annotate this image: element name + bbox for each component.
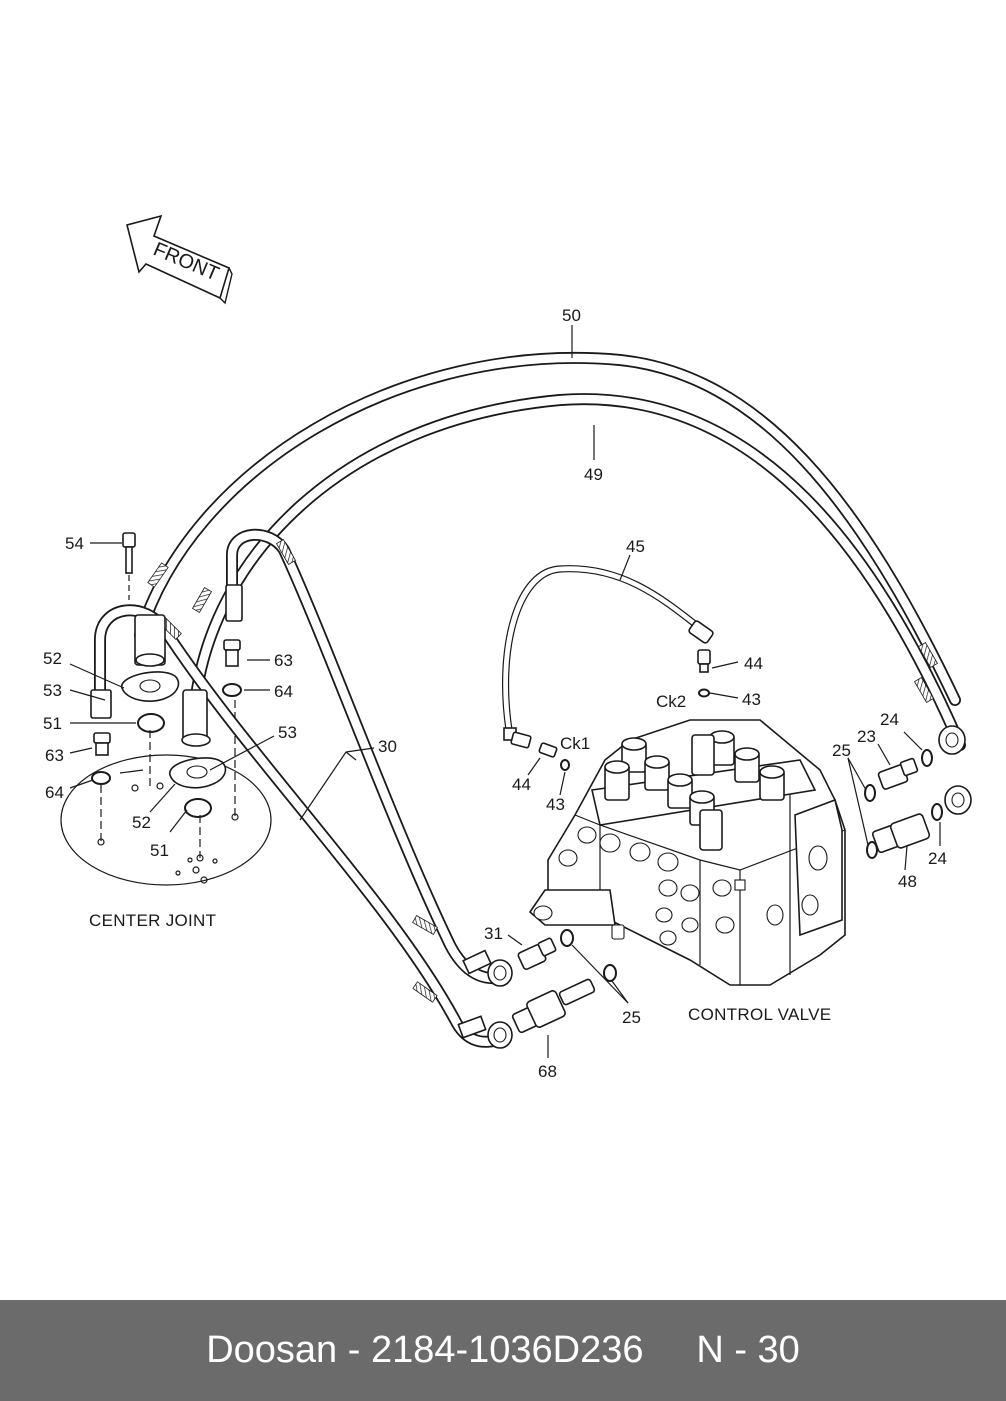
hose-50: [134, 351, 961, 706]
label-54: 54: [65, 534, 84, 553]
o-ring-24-upper: [921, 749, 933, 767]
label-51-upper: 51: [43, 714, 62, 733]
label-30: 30: [378, 737, 397, 756]
o-ring-25-lower: [603, 964, 617, 982]
adapter-63-right: [223, 639, 241, 667]
label-25-left: 25: [622, 1008, 641, 1027]
adapter-31: [517, 937, 557, 971]
split-flange-52-lower: [169, 757, 227, 789]
label-53-upper: 53: [43, 681, 62, 700]
label-52-lower: 52: [132, 813, 151, 832]
adapter-63-left: [93, 732, 111, 756]
label-25-right: 25: [832, 741, 851, 760]
label-51-lower: 51: [150, 841, 169, 860]
label-49: 49: [584, 465, 603, 484]
o-ring-51-upper: [137, 713, 165, 733]
hose-end-fitting-upper: [462, 949, 513, 987]
label-ck1: Ck1: [560, 734, 590, 753]
hose-end-fitting-right-lower: [944, 785, 972, 815]
label-43-upper: 43: [742, 690, 761, 709]
o-ring-64-right: [222, 683, 242, 697]
o-ring-24-lower: [931, 803, 943, 821]
footer-bar: Doosan - 2184-1036D236 N - 30: [0, 1300, 1006, 1401]
o-ring-25-right-upper: [864, 784, 876, 802]
label-63-left: 63: [45, 746, 64, 765]
leader-lines: [69, 325, 941, 1058]
label-52-upper: 52: [43, 649, 62, 668]
footer-separator: -: [337, 1329, 371, 1371]
footer-gap: [644, 1329, 697, 1371]
label-24-upper: 24: [880, 710, 899, 729]
label-64-left: 64: [45, 783, 64, 802]
footer-caption: Doosan - 2184-1036D236 N - 30: [206, 1329, 800, 1372]
check-valve-48: [871, 813, 931, 854]
check-coupler-ck2: [697, 649, 711, 698]
hydraulic-parts-diagram: FRONT: [43, 214, 972, 1081]
control-valve-body: [528, 719, 846, 986]
hose-protector-bands: [147, 539, 939, 1003]
adapter-23: [877, 757, 919, 790]
footer-part-number: 2184-1036D236: [370, 1329, 644, 1371]
front-arrow-icon: FRONT: [126, 214, 233, 305]
label-50: 50: [562, 306, 581, 325]
o-ring-25-right-lower: [866, 841, 878, 859]
label-53-lower: 53: [278, 723, 297, 742]
center-joint-fittings: [90, 584, 243, 747]
label-44-upper: 44: [744, 654, 763, 673]
pilot-hose-45: [501, 565, 714, 749]
label-68: 68: [538, 1062, 557, 1081]
label-43-lower: 43: [546, 795, 565, 814]
label-48: 48: [898, 872, 917, 891]
label-24-lower: 24: [928, 849, 947, 868]
footer-page-ref: N - 30: [696, 1329, 800, 1371]
caption-center-joint: CENTER JOINT: [89, 911, 216, 930]
o-ring-51-lower: [184, 798, 212, 818]
label-23: 23: [857, 727, 876, 746]
hose-49: [189, 393, 966, 751]
label-64-right: 64: [274, 682, 293, 701]
hose-end-fitting-lower: [457, 1015, 513, 1049]
part-labels: 50 49 45 54 52 53 51 63 64 63 64 53 52 5…: [43, 306, 947, 1081]
label-31: 31: [484, 924, 503, 943]
footer-brand: Doosan: [206, 1329, 338, 1371]
label-44-lower: 44: [512, 775, 531, 794]
label-63-right: 63: [274, 651, 293, 670]
label-ck2: Ck2: [656, 692, 686, 711]
check-coupler-ck1: [538, 742, 570, 771]
spool-caps: [604, 730, 785, 851]
split-flange-52-upper: [121, 671, 180, 702]
bolt-54: [122, 532, 136, 600]
hose-30-upper: [226, 528, 504, 985]
hose-end-fitting-right-upper: [938, 725, 966, 755]
o-ring-64-left: [91, 771, 111, 785]
o-ring-25-upper: [560, 929, 574, 947]
check-valve-68: [511, 978, 596, 1034]
center-joint-plate: [60, 700, 272, 886]
label-45: 45: [626, 537, 645, 556]
caption-control-valve: CONTROL VALVE: [688, 1005, 831, 1024]
